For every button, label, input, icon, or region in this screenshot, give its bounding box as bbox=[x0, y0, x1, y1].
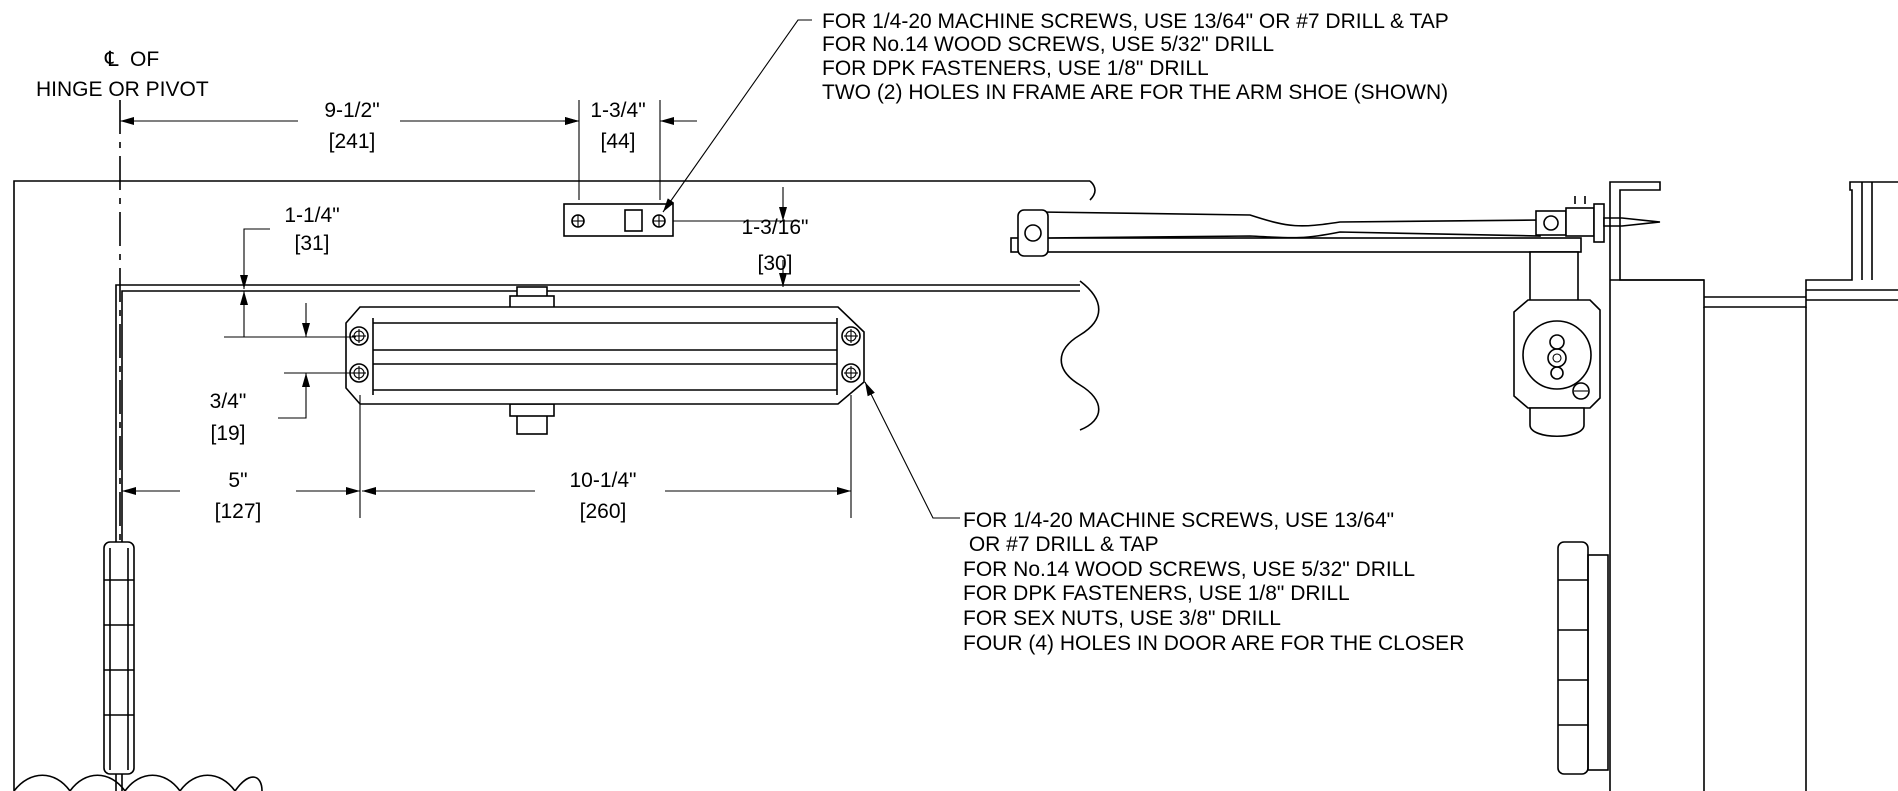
dim-3-4-metric: [19] bbox=[210, 422, 245, 445]
dim-5-imperial: 5" bbox=[228, 469, 247, 492]
closer-body bbox=[345, 286, 865, 435]
door-note: FOR 1/4-20 MACHINE SCREWS, USE 13/64" OR… bbox=[963, 509, 1464, 655]
dim-1-3-4-metric: [44] bbox=[600, 130, 635, 153]
dimension-closer-top-offset bbox=[224, 228, 356, 338]
door-note-line: OR #7 DRILL & TAP bbox=[963, 533, 1159, 556]
dim-9-1-2-metric: [241] bbox=[329, 130, 376, 153]
dim-5-metric: [127] bbox=[215, 500, 262, 523]
door-note-line: FOUR (4) HOLES IN DOOR ARE FOR THE CLOSE… bbox=[963, 632, 1464, 655]
frame-note-line: FOR No.14 WOOD SCREWS, USE 5/32" DRILL bbox=[822, 33, 1274, 56]
dimension-shoe-width bbox=[563, 100, 697, 200]
door-note-line: FOR No.14 WOOD SCREWS, USE 5/32" DRILL bbox=[963, 558, 1415, 581]
frame-jamb bbox=[1609, 181, 1898, 791]
dimension-hole-spacing bbox=[278, 303, 356, 419]
dim-1-1-4-metric: [31] bbox=[294, 232, 329, 255]
centerline-label-line2: HINGE OR PIVOT bbox=[36, 78, 209, 101]
dim-1-3-16-imperial: 1-3/16" bbox=[742, 216, 809, 239]
frame-note-line: TWO (2) HOLES IN FRAME ARE FOR THE ARM S… bbox=[822, 81, 1448, 104]
dim-1-3-16-metric: [30] bbox=[757, 252, 792, 275]
door-note-leader bbox=[864, 381, 960, 519]
dim-3-4-imperial: 3/4" bbox=[210, 390, 247, 413]
dim-9-1-2-imperial: 9-1/2" bbox=[324, 99, 379, 122]
dimension-hinge-to-shoe bbox=[120, 100, 580, 200]
hinge-right bbox=[1557, 541, 1609, 775]
dim-10-1-4-metric: [260] bbox=[580, 500, 627, 523]
frame-note-line: FOR DPK FASTENERS, USE 1/8" DRILL bbox=[822, 57, 1209, 80]
dim-1-3-4-imperial: 1-3/4" bbox=[590, 99, 645, 122]
arm-shoe bbox=[563, 203, 674, 237]
frame-note: FOR 1/4-20 MACHINE SCREWS, USE 13/64" OR… bbox=[822, 10, 1449, 104]
dim-10-1-4-imperial: 10-1/4" bbox=[570, 469, 637, 492]
centerline-symbol: ℄ bbox=[104, 48, 119, 71]
bottom-break-line bbox=[13, 774, 263, 791]
door-note-line: FOR DPK FASTENERS, USE 1/8" DRILL bbox=[963, 582, 1350, 605]
frame-note-leader bbox=[662, 19, 812, 213]
dimension-shoe-offset bbox=[673, 187, 800, 287]
hinge-left bbox=[103, 541, 135, 775]
dim-1-1-4-imperial: 1-1/4" bbox=[284, 204, 339, 227]
door-note-line: FOR 1/4-20 MACHINE SCREWS, USE 13/64" bbox=[963, 509, 1394, 532]
closer-arm-assembly bbox=[1010, 196, 1661, 438]
centerline-label-line1: OF bbox=[130, 48, 159, 71]
frame-outline bbox=[13, 180, 1096, 791]
dimension-hinge-to-closer bbox=[122, 395, 361, 518]
dimension-closer-hole-span bbox=[362, 395, 852, 518]
door-note-line: FOR SEX NUTS, USE 3/8" DRILL bbox=[963, 607, 1281, 630]
frame-note-line: FOR 1/4-20 MACHINE SCREWS, USE 13/64" OR… bbox=[822, 10, 1449, 33]
break-line bbox=[1060, 280, 1100, 431]
